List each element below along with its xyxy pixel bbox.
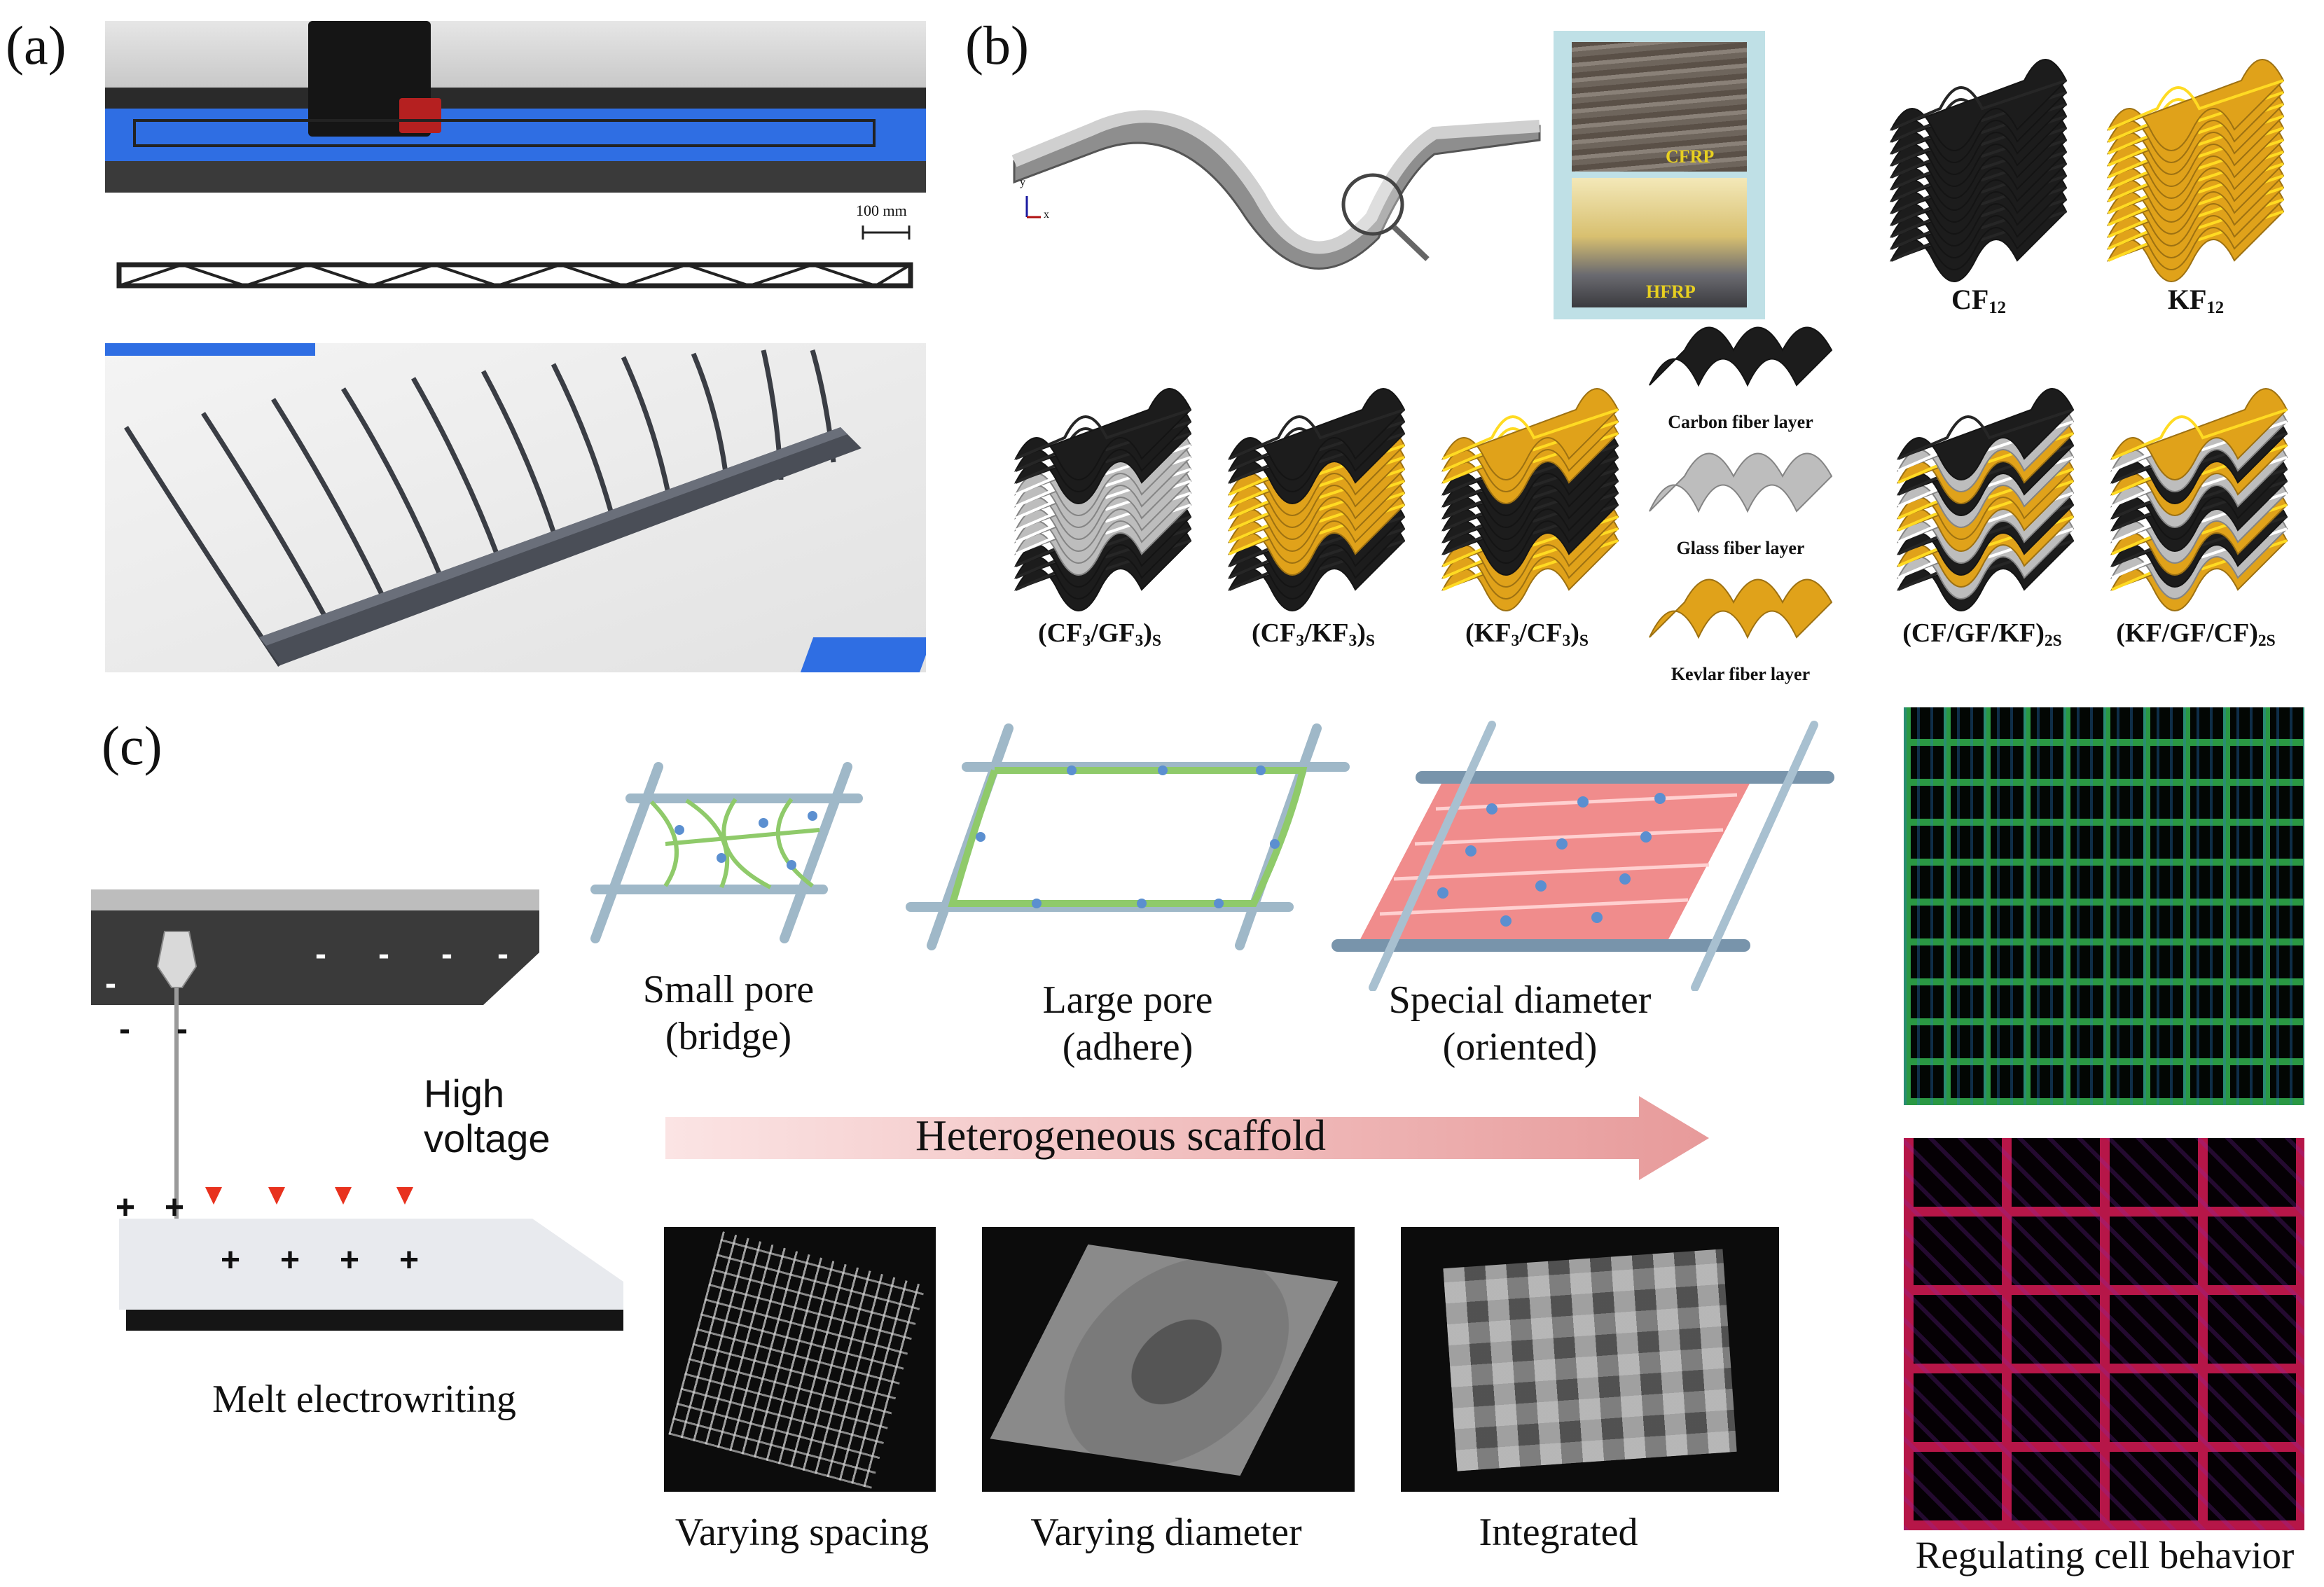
large-pore-caption: Large pore(adhere) <box>1042 978 1213 1069</box>
legend-glass-label: Glass fiber layer <box>1676 538 1805 558</box>
stack-label-1: (CF3/GF3)S <box>1038 618 1161 650</box>
wavy-laminate-model: y x <box>1007 56 1554 280</box>
panel-a-label: (a) <box>6 15 67 76</box>
stack-label-4: (CF/GF/KF)2S <box>1902 618 2062 650</box>
legend-carbon-swatch <box>1649 326 1833 387</box>
scale-bar-label: 100 mm <box>856 202 907 219</box>
stack-cf12 <box>1889 59 2068 282</box>
svg-text:-: - <box>497 936 509 973</box>
heterogeneous-arrow <box>665 1096 1709 1180</box>
svg-text:+: + <box>116 1189 135 1226</box>
panel-b-label: (b) <box>965 15 1029 76</box>
legend-kevlar-label: Kevlar fiber layer <box>1671 664 1811 684</box>
svg-text:-: - <box>378 936 389 973</box>
oriented-diagram <box>1332 721 1834 991</box>
large-pore-diagram <box>906 723 1350 950</box>
integrated-photo <box>1401 1227 1779 1492</box>
laminate-ply-highlight <box>1890 79 2067 131</box>
svg-text:+: + <box>399 1242 419 1279</box>
varying-spacing-photo <box>664 1227 936 1492</box>
stack-cf-gf-kf-2s <box>1896 388 2075 611</box>
legend-ply <box>1649 578 1833 639</box>
svg-text:+: + <box>340 1242 359 1279</box>
truss-beam: 100 mm <box>105 197 926 310</box>
stack-cf3-gf3 <box>1014 388 1192 611</box>
mew-device: ---- - -- ++ ++++ <box>91 889 623 1331</box>
legend-ply <box>1649 452 1833 513</box>
laminate-ply-highlight <box>1897 408 2074 460</box>
laminate-ply <box>1227 388 1406 480</box>
laminate-ply-highlight <box>2108 79 2284 131</box>
svg-text:+: + <box>221 1242 240 1279</box>
stack-cf12-label: CF12 <box>1951 284 2007 318</box>
varying-diameter-caption: Varying diameter <box>1030 1511 1302 1554</box>
stack-kf12-label: KF12 <box>2167 284 2225 318</box>
green-micrograph <box>1904 707 2304 1105</box>
magnifier-icon <box>1341 173 1404 236</box>
axis-x-label: x <box>1044 209 1049 221</box>
svg-text:-: - <box>441 936 452 973</box>
varying-diameter-photo <box>982 1227 1355 1492</box>
legend-kevlar-swatch <box>1649 578 1833 639</box>
stack-kf-gf-cf-2s <box>2110 388 2288 611</box>
regulating-caption: Regulating cell behavior <box>1915 1534 2295 1576</box>
laminate-ply <box>2106 59 2285 151</box>
stack-label-3: (KF3/CF3)S <box>1465 618 1589 650</box>
svg-text:+: + <box>280 1242 300 1279</box>
laminate-ply <box>2110 388 2288 480</box>
laminate-ply <box>1441 388 1619 480</box>
laminate-micrograph-inset: CFRP HFRP <box>1554 31 1765 319</box>
mew-caption: Melt electrowriting <box>212 1378 516 1421</box>
varying-spacing-caption: Varying spacing <box>675 1511 929 1554</box>
wing-ribs-photo <box>105 343 926 672</box>
wing-ribs-drawing <box>124 349 862 667</box>
stack-label-5: (KF/GF/CF)2S <box>2116 618 2276 650</box>
panel-c-label: (c) <box>102 715 162 776</box>
small-pore-diagram <box>590 762 863 943</box>
hfrp-label: HFRP <box>1646 282 1696 302</box>
stack-kf12 <box>2106 59 2285 282</box>
stack-cf3-kf3 <box>1227 388 1406 611</box>
laminate-ply-highlight <box>1442 408 1619 460</box>
laminate-ply-highlight <box>1229 408 1405 460</box>
oriented-caption: Special diameter(oriented) <box>1388 978 1652 1069</box>
laminate-ply-highlight <box>1015 408 1191 460</box>
laminate-ply <box>1889 59 2068 151</box>
svg-text:-: - <box>119 1011 130 1048</box>
heterogeneous-label: Heterogeneous scaffold <box>915 1112 1326 1160</box>
small-pore-caption: Small pore(bridge) <box>642 968 815 1059</box>
svg-text:-: - <box>177 1011 188 1048</box>
svg-text:-: - <box>315 936 326 973</box>
integrated-caption: Integrated <box>1479 1511 1638 1554</box>
red-micrograph <box>1904 1138 2304 1530</box>
svg-text:+: + <box>165 1189 184 1226</box>
legend-ply <box>1649 326 1833 387</box>
cfrp-label: CFRP <box>1666 146 1715 167</box>
stack-label-2: (CF3/KF3)S <box>1252 618 1375 650</box>
laminate-ply <box>1014 388 1192 480</box>
printer-photo <box>105 21 926 193</box>
laminate-ply <box>1896 388 2075 480</box>
stack-kf3-cf3 <box>1441 388 1619 611</box>
high-voltage-label: High voltage <box>424 1072 551 1161</box>
svg-text:-: - <box>105 965 116 1002</box>
legend-carbon-label: Carbon fiber layer <box>1668 412 1813 432</box>
legend-glass-swatch <box>1649 452 1833 513</box>
axis-y-label: y <box>1020 176 1025 188</box>
laminate-ply-highlight <box>2111 408 2288 460</box>
